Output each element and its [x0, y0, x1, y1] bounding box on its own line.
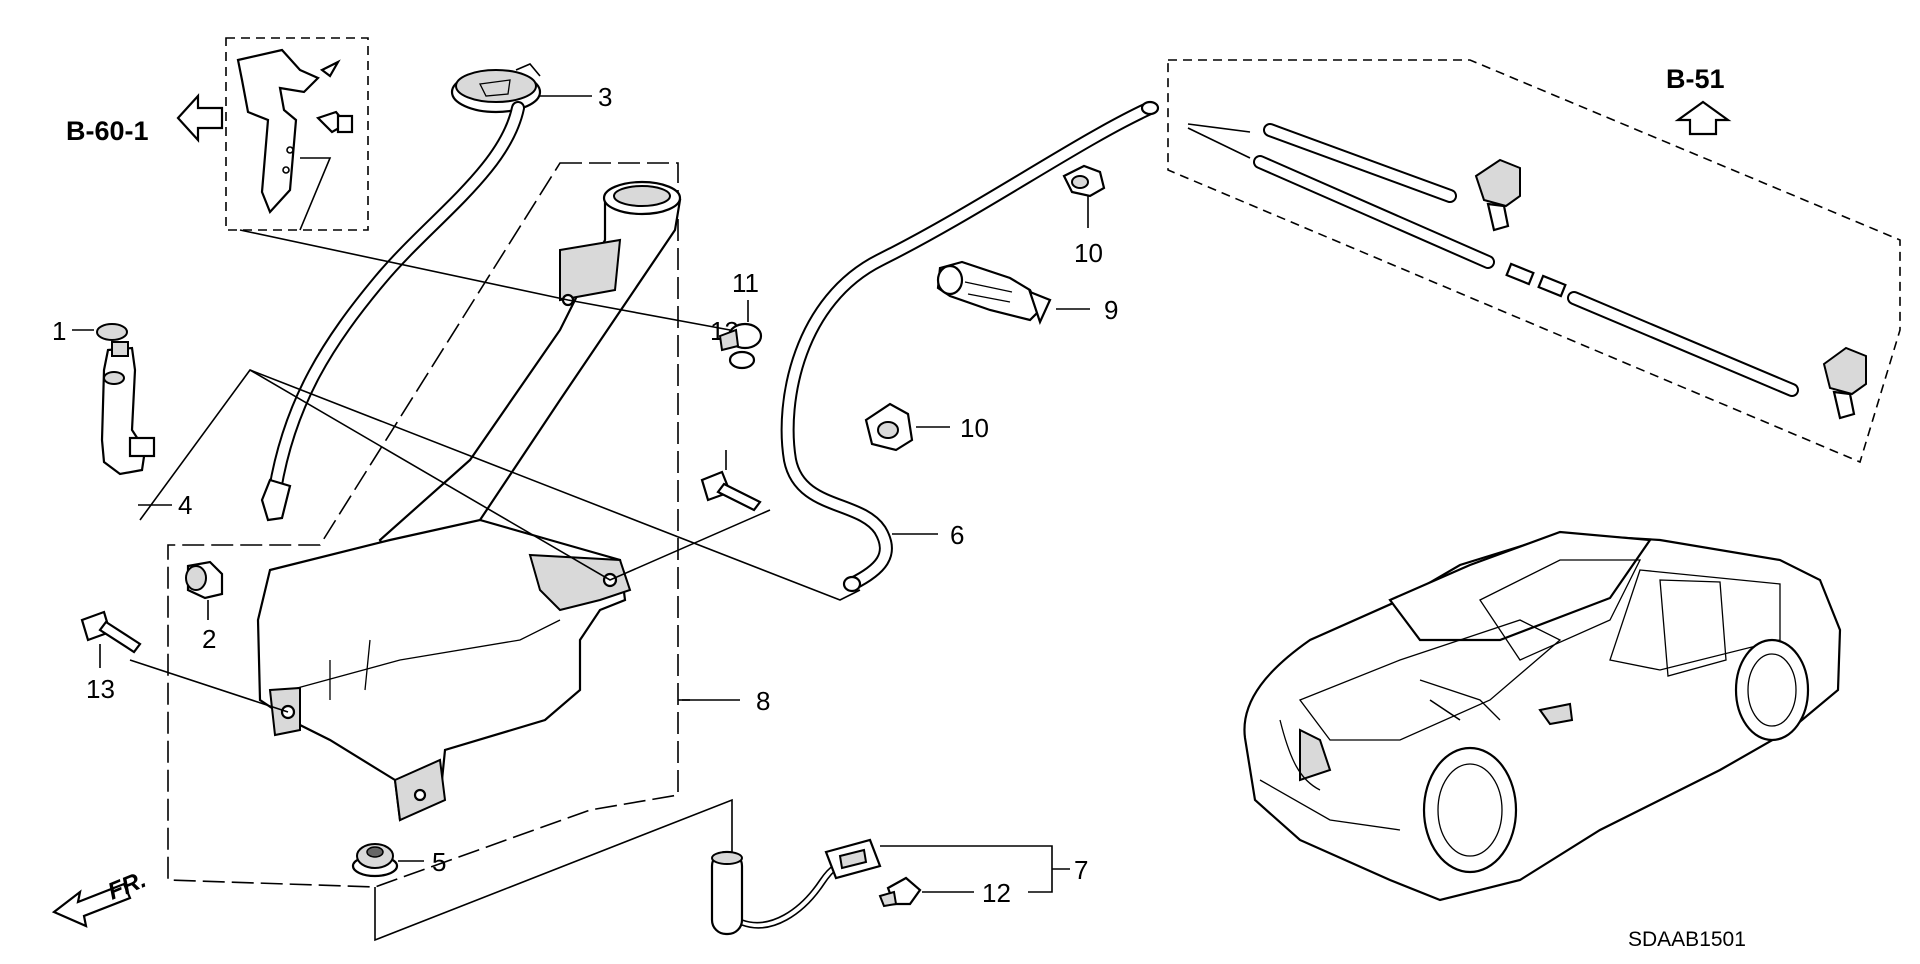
washer-pump	[100, 341, 156, 476]
callout-9[interactable]: 9	[1104, 295, 1118, 325]
callout-11[interactable]: 11	[732, 268, 759, 298]
callout-10-upper[interactable]: 10	[1074, 238, 1103, 268]
harness-clip	[878, 876, 922, 908]
leader-13-upper	[249, 369, 771, 581]
b60-reference-label[interactable]: B-60-1	[66, 116, 149, 146]
leader-11	[239, 229, 731, 331]
sensor-connector	[824, 838, 882, 880]
b60-reference-arrow[interactable]	[176, 93, 224, 143]
hose-clip-lower	[864, 402, 914, 452]
bracket-inset-box	[225, 37, 369, 231]
strap-end	[260, 478, 292, 522]
nozzle-inset-box	[1167, 59, 1901, 464]
bracket-leader	[299, 157, 332, 231]
b51-reference-arrow[interactable]	[1674, 100, 1732, 136]
tank-grommet	[351, 843, 399, 878]
diagram-code: SDAAB1501	[1628, 928, 1746, 951]
callout-5[interactable]: 5	[432, 847, 446, 877]
nozzle-tubes	[1187, 123, 1799, 397]
pump-seal	[96, 323, 128, 341]
front-direction-label: FR.	[104, 866, 150, 906]
callout-2[interactable]: 2	[202, 624, 216, 654]
callout-8[interactable]: 8	[756, 686, 770, 716]
mounting-bracket	[236, 48, 341, 215]
tank-assembly-box	[167, 162, 679, 888]
pump-grommet	[185, 560, 224, 600]
washer-tube-inner	[782, 103, 1155, 589]
callout-1[interactable]: 1	[52, 316, 66, 346]
b51-reference-label[interactable]: B-51	[1666, 64, 1725, 94]
callout-6[interactable]: 6	[950, 520, 964, 550]
callout-10-lower[interactable]: 10	[960, 413, 989, 443]
tube-joint	[1505, 262, 1567, 298]
leader-6	[139, 369, 861, 601]
front-direction-arrow[interactable]	[51, 882, 132, 928]
vehicle-locator-image	[1243, 530, 1842, 902]
washer-reservoir	[256, 518, 632, 822]
washer-nozzle-right	[1822, 346, 1867, 420]
hood-grommet	[936, 260, 1052, 326]
sensor-leader	[374, 798, 733, 942]
flange-bolt-upper	[700, 470, 762, 512]
cap-strap-outer	[268, 101, 525, 497]
flange-bolt-lower	[80, 610, 142, 654]
callout-4[interactable]: 4	[178, 490, 192, 520]
bracket-bolt	[315, 110, 354, 134]
callout-12[interactable]: 12	[982, 878, 1011, 908]
leader-13-lower	[129, 659, 289, 713]
callout-7[interactable]: 7	[1074, 855, 1088, 885]
cap-strap-inner	[270, 103, 523, 495]
filler-cap	[450, 63, 542, 114]
callout-13-lower[interactable]: 13	[86, 674, 115, 704]
hose-clip-upper	[1062, 164, 1106, 198]
callout-3[interactable]: 3	[598, 82, 612, 112]
tank-clip	[718, 322, 763, 370]
washer-nozzle-left	[1474, 158, 1521, 232]
